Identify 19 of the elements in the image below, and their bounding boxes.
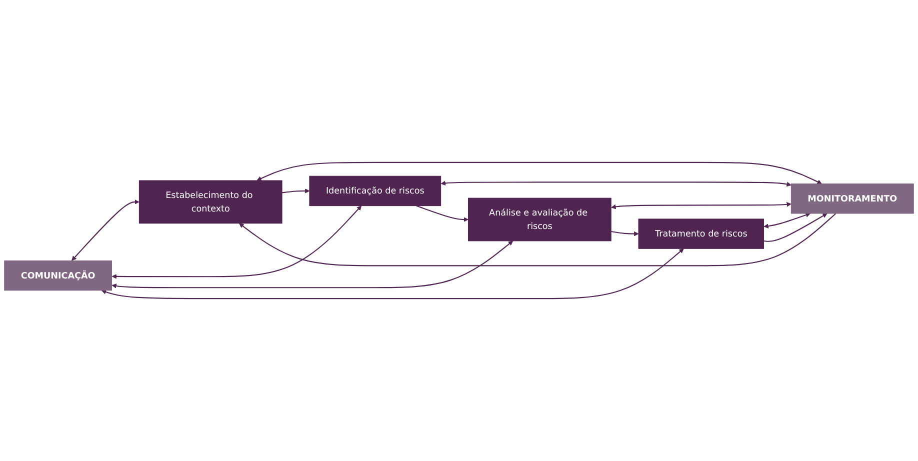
node-box: COMUNICAÇÃO — [4, 260, 112, 291]
arrow — [282, 188, 310, 194]
node-box: Tratamento de riscos — [638, 218, 764, 249]
arrow — [101, 248, 684, 300]
node-box: MONITORAMENTO — [790, 184, 914, 214]
arrow — [112, 206, 362, 279]
node-box: Identificação de riscos — [309, 176, 442, 206]
node-box: Estabelecimento do contexto — [138, 180, 282, 224]
arrow — [764, 212, 810, 228]
arrow — [610, 230, 639, 236]
node-box: Análise e avaliação de riscos — [468, 198, 612, 242]
arrow — [416, 205, 468, 222]
arrow — [440, 180, 792, 187]
arrow — [764, 213, 828, 242]
arrow — [72, 200, 140, 261]
arrow — [611, 202, 792, 210]
arrow — [112, 240, 514, 288]
arrow — [239, 213, 836, 266]
arrow — [256, 162, 822, 184]
